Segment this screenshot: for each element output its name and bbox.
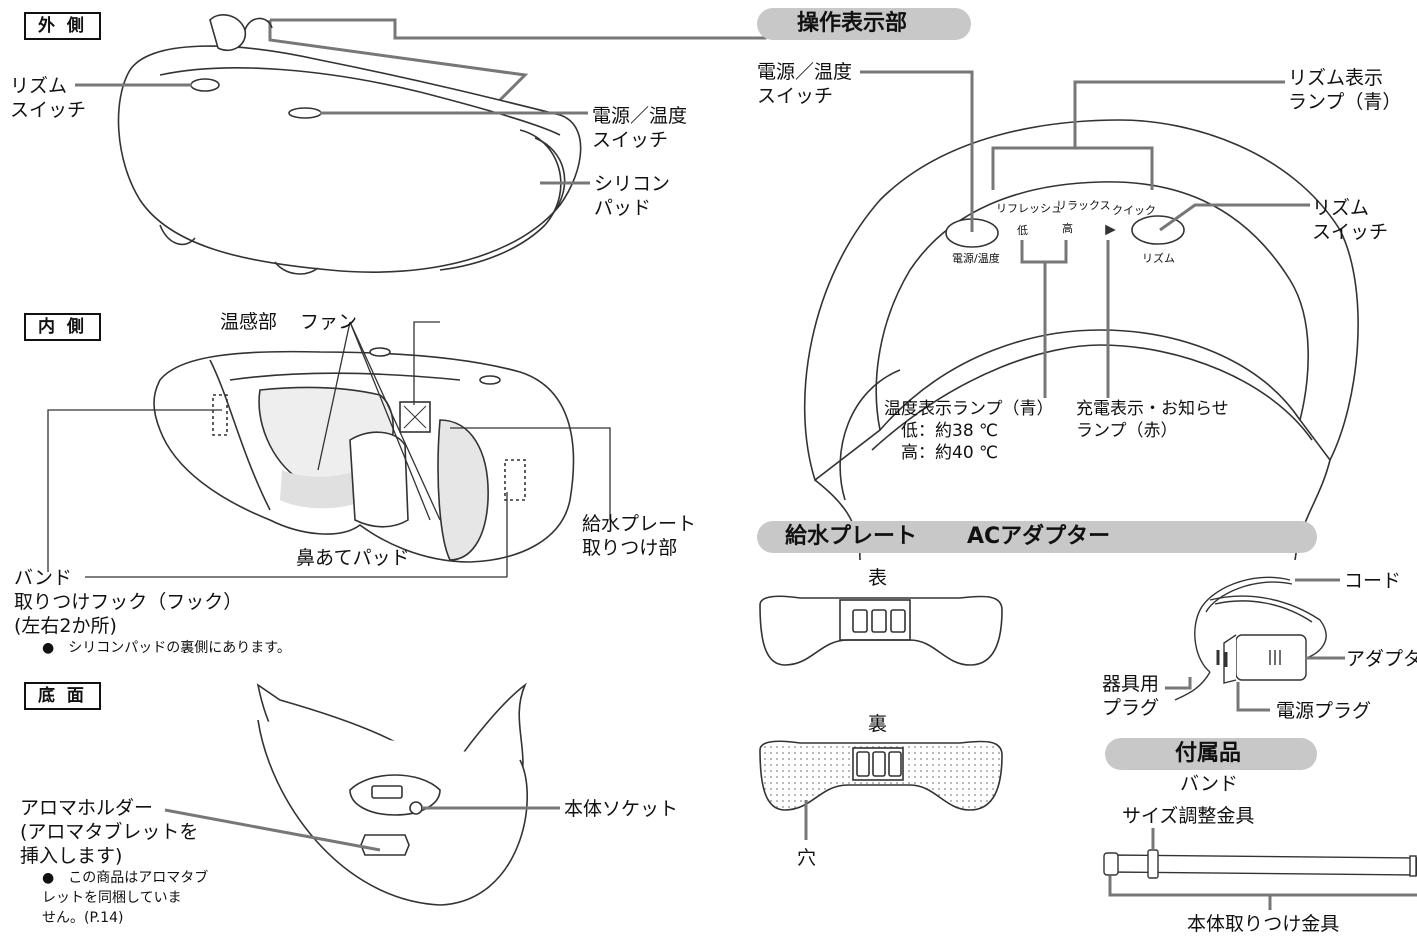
body-mount-label: 本体取りつけ金具 xyxy=(1187,913,1340,935)
bottom-device-drawing xyxy=(256,682,528,906)
inner-device-drawing xyxy=(153,347,575,563)
body-socket-label: 本体ソケット xyxy=(564,798,679,820)
size-adjuster-label: サイズ調整金具 xyxy=(1122,805,1255,827)
nose-pad-label: 鼻あてパッド xyxy=(296,547,410,569)
outer-power-switch-label: 電源／温度 スイッチ xyxy=(592,105,688,151)
plate-mount-label: 給水プレート 取りつけ部 xyxy=(582,513,697,559)
outer-device-drawing xyxy=(117,14,582,275)
printed-high: 高 xyxy=(1062,222,1073,235)
panel-device-drawing xyxy=(803,119,1359,561)
fan-label: ファン xyxy=(300,311,358,333)
panel-rhythm-switch-label: リズム スイッチ xyxy=(1312,197,1389,243)
plate-front-label: 表 xyxy=(868,567,888,589)
adapter-leaders xyxy=(1165,578,1345,712)
outer-rhythm-switch-label: リズム スイッチ xyxy=(10,75,87,121)
printed-low: 低 xyxy=(1017,224,1028,237)
section-panel: 操作表示部 xyxy=(757,8,971,40)
rhythm-lamp-label: リズム表示 ランプ（青） xyxy=(1288,67,1402,113)
device-plug-label: 器具用 プラグ xyxy=(1102,673,1160,719)
band-drawing xyxy=(1103,849,1417,879)
section-bottom: 底 面 xyxy=(24,682,101,710)
heat-part-label: 温感部 xyxy=(220,311,278,333)
adapter-drawing xyxy=(1174,576,1327,701)
temp-lamp-label: 温度表示ランプ（青） 低：約38 ℃ 高：約40 ℃ xyxy=(884,399,1054,463)
cord-label: コード xyxy=(1344,570,1402,592)
inner-leaders xyxy=(47,321,611,578)
section-outer: 外 側 xyxy=(24,12,101,40)
power-plug-label: 電源プラグ xyxy=(1276,700,1372,722)
hook-note: ● シリコンパッドの裏側にあります。 xyxy=(42,640,291,656)
aroma-holder-label: アロマホルダー (アロマタブレットを 挿入します) xyxy=(20,797,199,867)
printed-rhythm: リズム xyxy=(1142,252,1175,265)
band-leaders xyxy=(1108,828,1417,910)
printed-mode-refresh: リフレッシュ xyxy=(996,202,1062,215)
outer-leaders xyxy=(75,83,590,185)
band-hook-label: バンド 取りつけフック（フック） (左右2か所) xyxy=(14,567,243,637)
section-inner: 内 側 xyxy=(24,313,101,341)
aroma-note: ● この商品はアロマタブ レットを同梱していま せん。(P.14) xyxy=(42,870,209,926)
plate-hole-label: 穴 xyxy=(797,847,817,869)
bottom-leaders xyxy=(164,806,560,852)
section-accessory: 付属品 xyxy=(1105,738,1317,770)
silicone-pad-label: シリコン パッド xyxy=(594,173,671,219)
panel-power-switch-label: 電源／温度 スイッチ xyxy=(757,61,853,107)
plate-back-drawing xyxy=(759,740,1003,811)
printed-mode-relax: リラックス xyxy=(1056,199,1111,212)
printed-power: 電源/温度 xyxy=(952,252,1000,265)
panel-leaders xyxy=(860,70,1310,398)
band-label: バンド xyxy=(1180,773,1238,795)
section-plate-adapter: 給水プレート ACアダプター xyxy=(757,521,1317,553)
plate-back-label: 裏 xyxy=(868,713,888,735)
printed-mode-quick: クイック xyxy=(1112,204,1156,217)
plate-front-drawing xyxy=(759,595,1003,666)
charge-lamp-label: 充電表示・お知らせ ランプ（赤） xyxy=(1076,399,1229,441)
adapter-label: アダプター xyxy=(1346,648,1417,670)
